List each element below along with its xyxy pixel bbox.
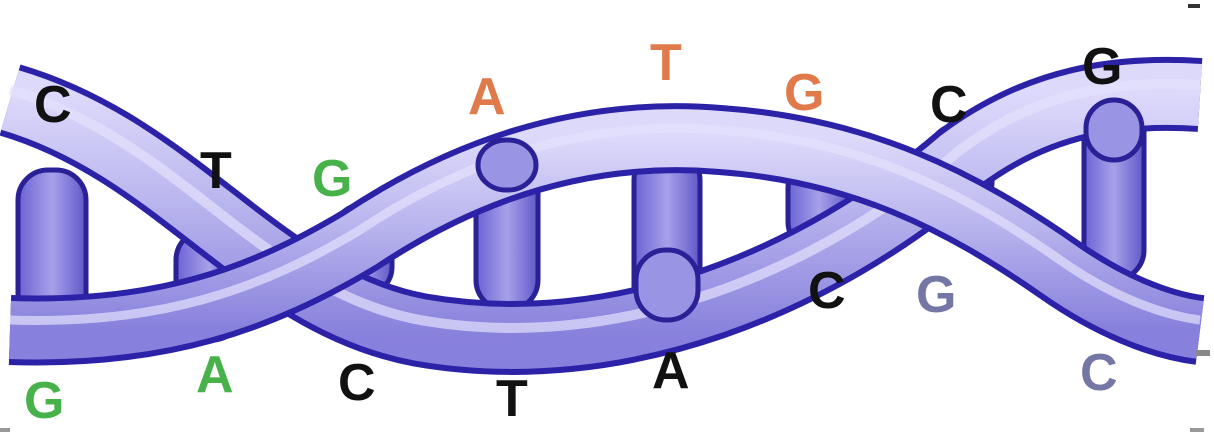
rung-cap-8 [1086,100,1142,160]
bottom-letter: C [1080,344,1118,402]
bottom-letter: T [496,370,528,428]
top-letter: G [1082,38,1122,96]
bottom-letter: A [652,342,690,400]
rung-cap-5 [636,250,698,320]
rung-cap-4 [478,140,536,190]
bottom-letter: C [808,262,846,320]
top-letter: T [200,142,232,200]
top-letter: G [312,150,352,208]
top-letter: A [468,68,506,126]
bottom-letter: G [916,266,956,324]
top-letter: T [650,34,682,92]
top-letter: G [784,64,824,122]
bottom-letter: C [338,354,376,412]
top-letter: C [34,76,72,134]
bottom-letter: G [24,372,64,430]
bottom-letter: A [196,346,234,404]
top-letter: C [930,76,968,134]
